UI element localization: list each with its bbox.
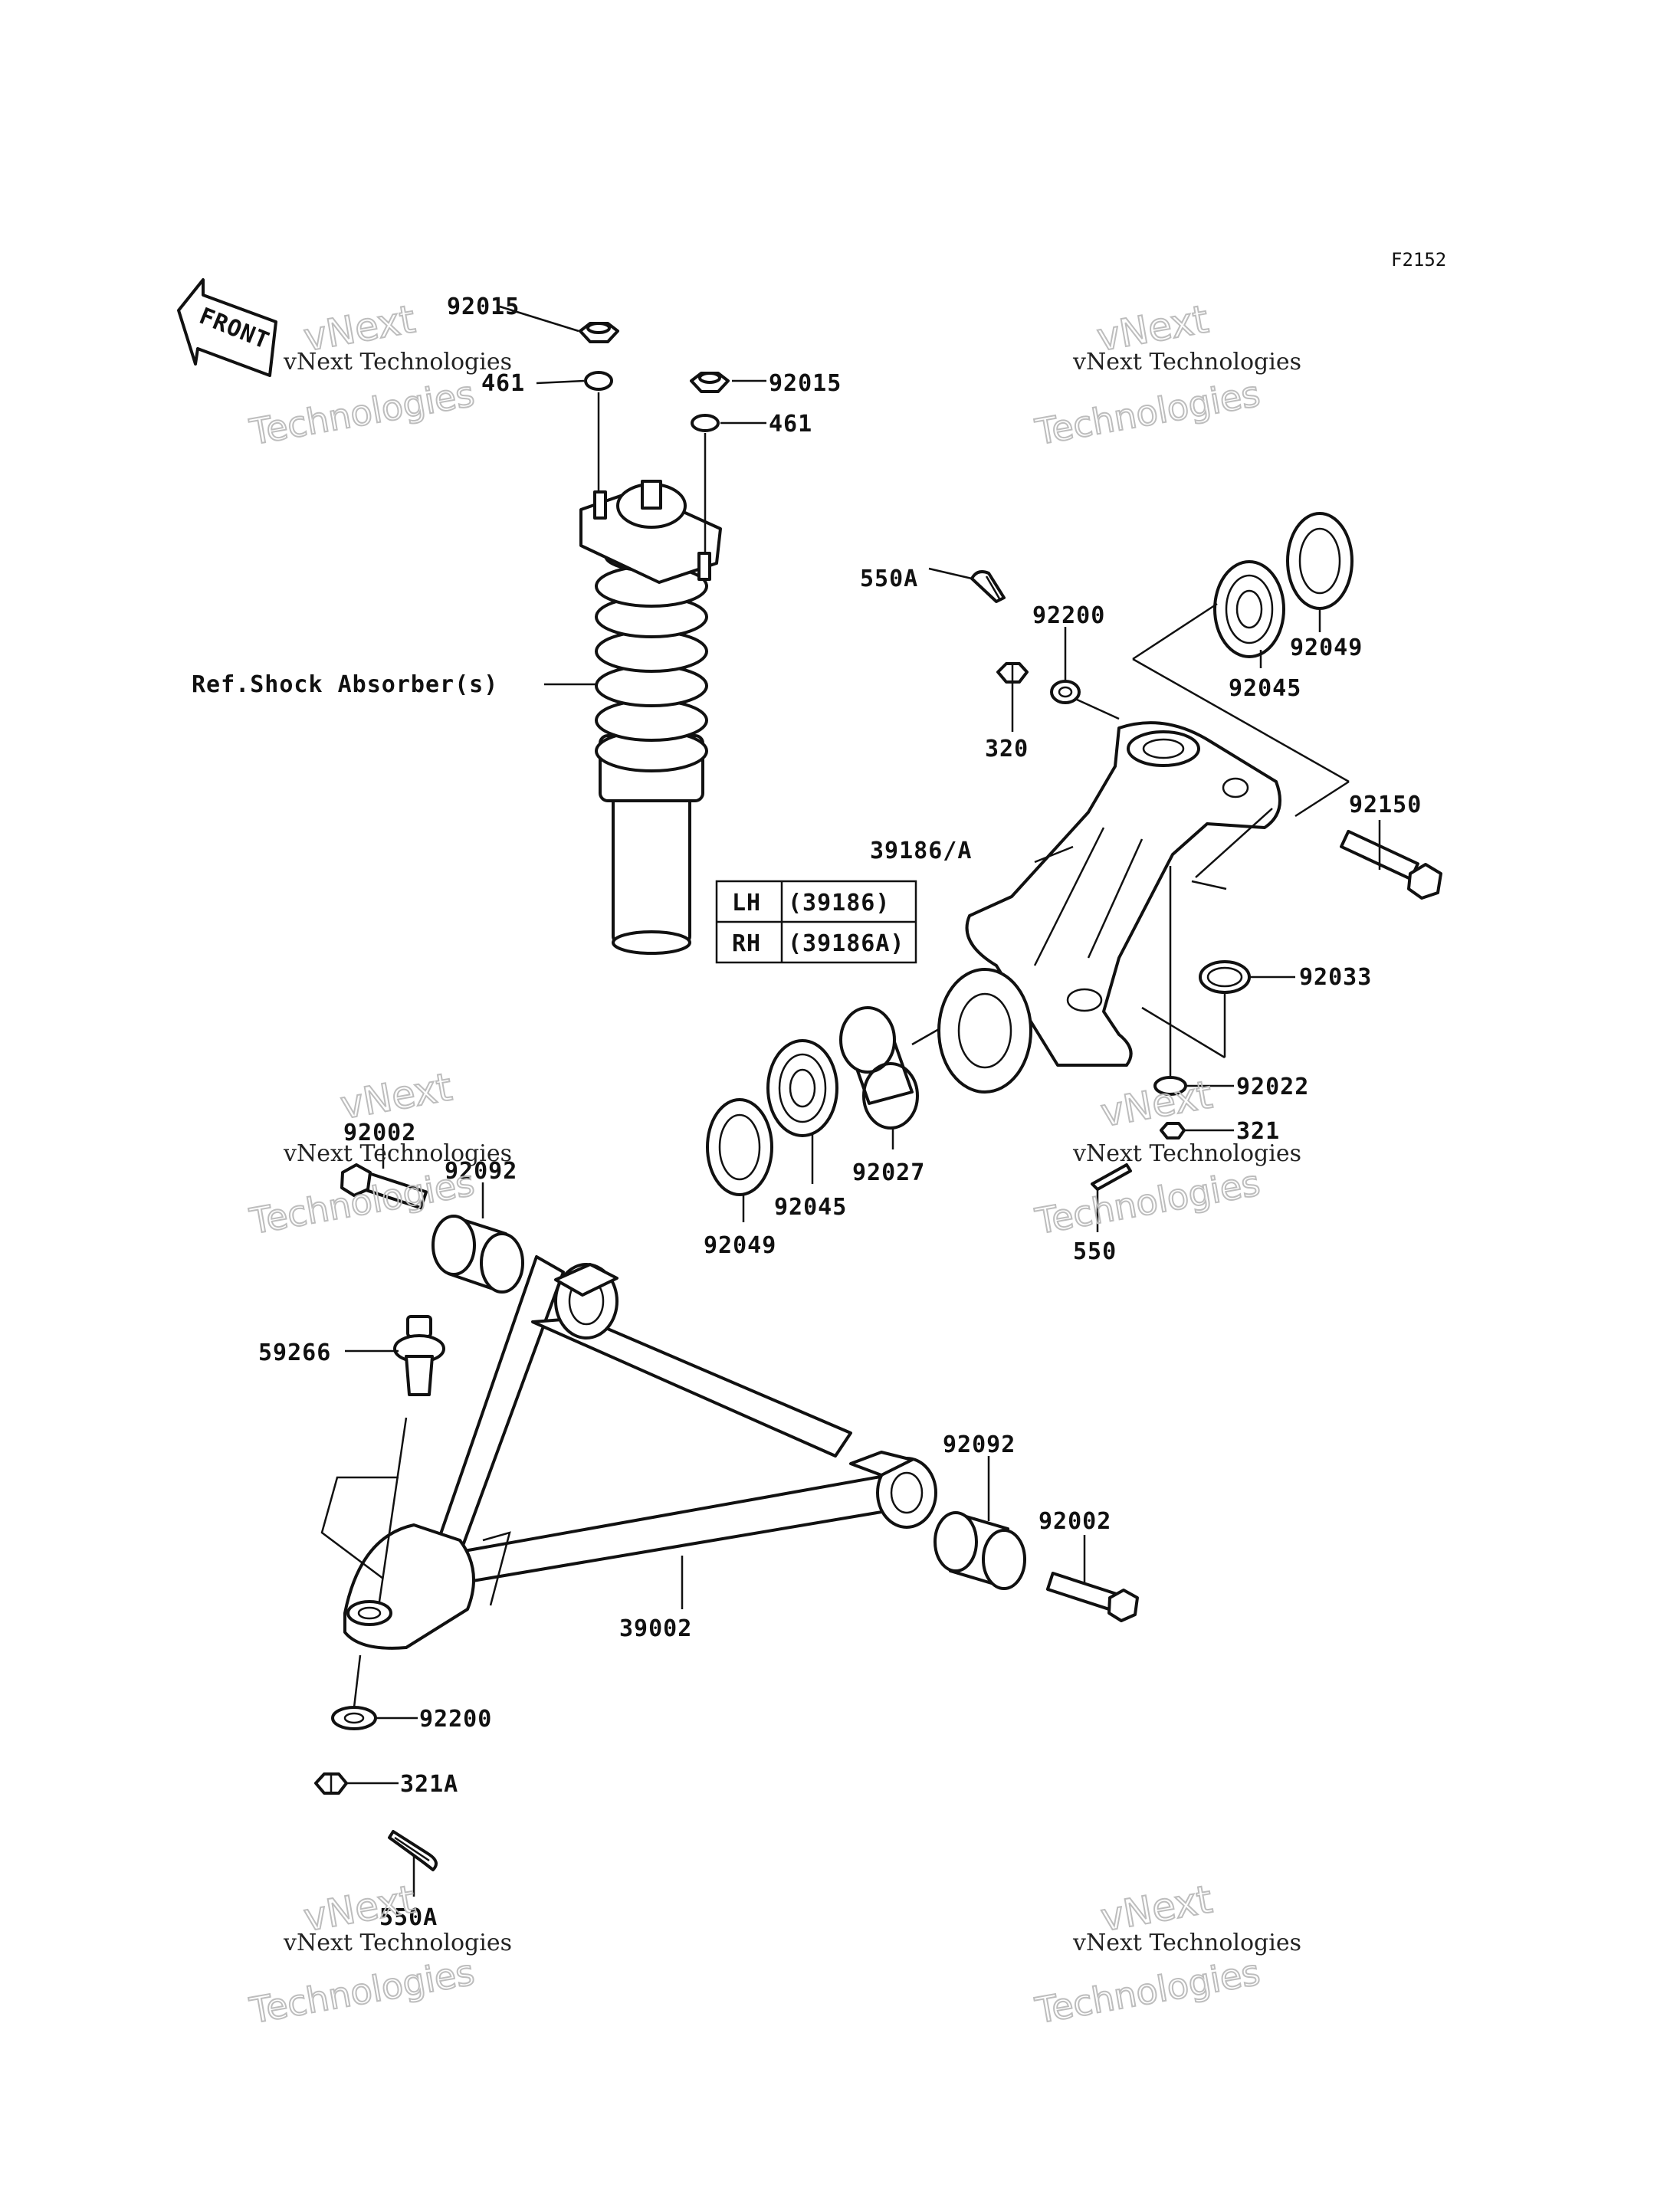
part-label-92150: 92150 (1349, 792, 1422, 818)
part-label-320: 320 (985, 736, 1029, 762)
washer-92200-b (331, 1706, 377, 1730)
svg-text:Technologies: Technologies (247, 372, 477, 453)
svg-text:vNext Technologies: vNext Technologies (283, 1140, 512, 1167)
svg-text:vNext Technologies: vNext Technologies (1072, 349, 1301, 375)
part-label-92022: 92022 (1236, 1074, 1309, 1100)
bushing-92092-a (431, 1215, 524, 1294)
part-label-92045-a: 92045 (1229, 675, 1301, 702)
side-table-rh-part: (39186A) (788, 930, 905, 957)
watermark-6: vNext Technologies vNext Technologies (1032, 1876, 1301, 2032)
shock-absorber (579, 480, 722, 955)
castle-nut-320 (996, 662, 1029, 684)
svg-text:vNext Technologies: vNext Technologies (1072, 1930, 1301, 1956)
lower-a-arm-39002 (320, 1255, 937, 1650)
seal-92049-b (706, 1098, 773, 1196)
cotter-pin-550 (1091, 1163, 1132, 1191)
castle-nut-321 (1160, 1122, 1186, 1139)
bolt-92150 (1340, 829, 1442, 900)
svg-text:vNext Technologies: vNext Technologies (1072, 1140, 1301, 1167)
front-arrow-icon: FRONT (177, 278, 277, 377)
watermark-3: vNext Technologies vNext Technologies (246, 1064, 512, 1243)
bearing-92045-a (1213, 560, 1285, 658)
part-label-550A-b: 550A (379, 1904, 438, 1931)
part-label-92092-b: 92092 (943, 1431, 1016, 1458)
part-label-92049-a: 92049 (1290, 635, 1363, 661)
steering-knuckle-39186 (937, 721, 1281, 1094)
part-label-92002-a: 92002 (343, 1120, 416, 1146)
svg-text:vNext Technologies: vNext Technologies (283, 349, 512, 375)
cotter-pin-550A-a (970, 570, 1006, 603)
part-label-550: 550 (1073, 1238, 1117, 1265)
bearing-92045-b (766, 1039, 838, 1137)
side-table-rh: RH (732, 930, 761, 957)
part-label-550A-a: 550A (860, 566, 918, 592)
part-label-92045-b: 92045 (774, 1194, 847, 1221)
part-label-92200-a: 92200 (1032, 602, 1105, 629)
watermark-5: vNext Technologies vNext Technologies (246, 1876, 512, 2032)
bolt-92002-b (1045, 1572, 1139, 1622)
reference-note-shock-absorber: Ref.Shock Absorber(s) (192, 671, 498, 698)
part-label-461-b: 461 (769, 411, 812, 438)
svg-text:Technologies: Technologies (1032, 1951, 1263, 2031)
part-label-321A: 321A (400, 1771, 458, 1798)
part-label-59266: 59266 (258, 1340, 331, 1366)
bolt-92002-a (340, 1163, 428, 1210)
spacer-92027 (839, 1006, 919, 1130)
washer-461-b (691, 414, 720, 432)
castle-nut-321A (314, 1772, 348, 1795)
part-label-92027: 92027 (852, 1159, 925, 1186)
part-label-92002-b: 92002 (1039, 1508, 1111, 1535)
part-label-92015-b: 92015 (769, 370, 842, 397)
svg-text:Technologies: Technologies (247, 1951, 477, 2031)
part-label-92092-a: 92092 (445, 1158, 517, 1185)
ball-joint-59266 (393, 1315, 445, 1396)
circlip-92033 (1199, 960, 1251, 994)
cotter-pin-550A-b (388, 1830, 438, 1871)
seal-92049-a (1286, 512, 1354, 610)
flange-nut-92015-b (690, 372, 730, 393)
part-label-92033: 92033 (1299, 964, 1372, 991)
flange-nut-92015-a (579, 322, 619, 343)
part-label-39186A: 39186/A (870, 838, 972, 864)
part-label-321: 321 (1236, 1118, 1280, 1145)
part-label-92049-b: 92049 (704, 1232, 776, 1259)
svg-text:vNext: vNext (337, 1064, 455, 1127)
side-table-lh-part: (39186) (788, 890, 890, 917)
svg-text:vNext Technologies: vNext Technologies (283, 1930, 512, 1956)
svg-text:Technologies: Technologies (1032, 1162, 1263, 1242)
bushing-92092-b (934, 1511, 1026, 1590)
svg-text:Technologies: Technologies (1032, 372, 1263, 453)
watermark-2: vNext Technologies vNext Technologies (1032, 296, 1301, 454)
side-table-lh: LH (732, 890, 761, 917)
part-label-92200-b: 92200 (419, 1706, 492, 1733)
part-label-92015-a: 92015 (447, 293, 520, 320)
figure-code: F2152 (1391, 249, 1446, 271)
side-table: LH (39186) RH (39186A) (715, 880, 917, 964)
part-label-39002: 39002 (619, 1615, 692, 1642)
washer-461-a (584, 371, 613, 391)
part-label-461-a: 461 (481, 370, 525, 397)
svg-text:vNext: vNext (1098, 1072, 1216, 1135)
washer-92200-a (1050, 680, 1081, 704)
